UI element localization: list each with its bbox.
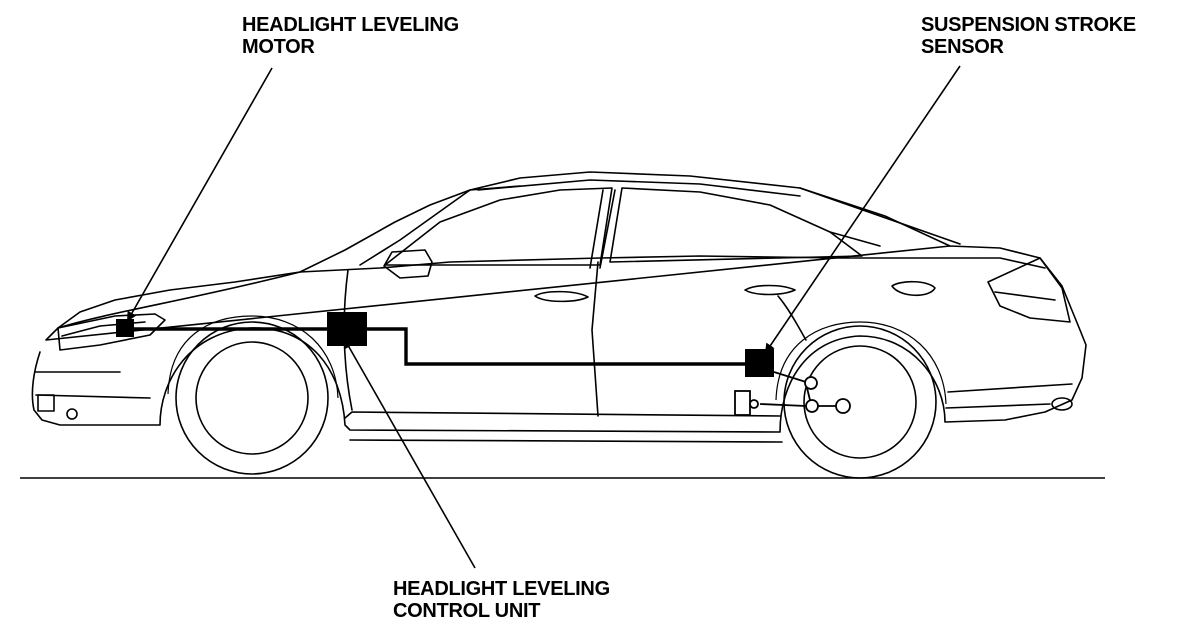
control-unit-label-line-1: HEADLIGHT LEVELING [393, 578, 610, 600]
motor-leader-arrow [127, 67, 273, 322]
rear-wheel [775, 321, 947, 479]
wiring-harness [125, 327, 748, 366]
suspension-stroke-sensor-label: SUSPENSION STROKE SENSOR [921, 14, 1136, 58]
headlight-leveling-motor-label: HEADLIGHT LEVELING MOTOR [242, 14, 459, 58]
sensor-label-line-2: SENSOR [921, 36, 1004, 58]
control-unit-leader-arrow [344, 338, 476, 569]
headlight-leveling-motor [116, 319, 134, 337]
control-unit-label-line-2: CONTROL UNIT [393, 600, 541, 622]
suspension-stroke-sensor [745, 349, 774, 377]
car-outline [31, 171, 1087, 443]
suspension-linkage [734, 371, 851, 416]
sensor-leader-arrow [764, 65, 961, 354]
headlight-leveling-control-unit [327, 312, 367, 346]
sensor-label-line-1: SUSPENSION STROKE [921, 14, 1136, 36]
headlight-motor-label-line-2: MOTOR [242, 36, 315, 58]
headlight-leveling-control-unit-label: HEADLIGHT LEVELING CONTROL UNIT [393, 578, 610, 622]
callout-leaders [127, 65, 961, 569]
front-wheel [167, 315, 339, 475]
headlight-motor-label-line-1: HEADLIGHT LEVELING [242, 14, 459, 36]
